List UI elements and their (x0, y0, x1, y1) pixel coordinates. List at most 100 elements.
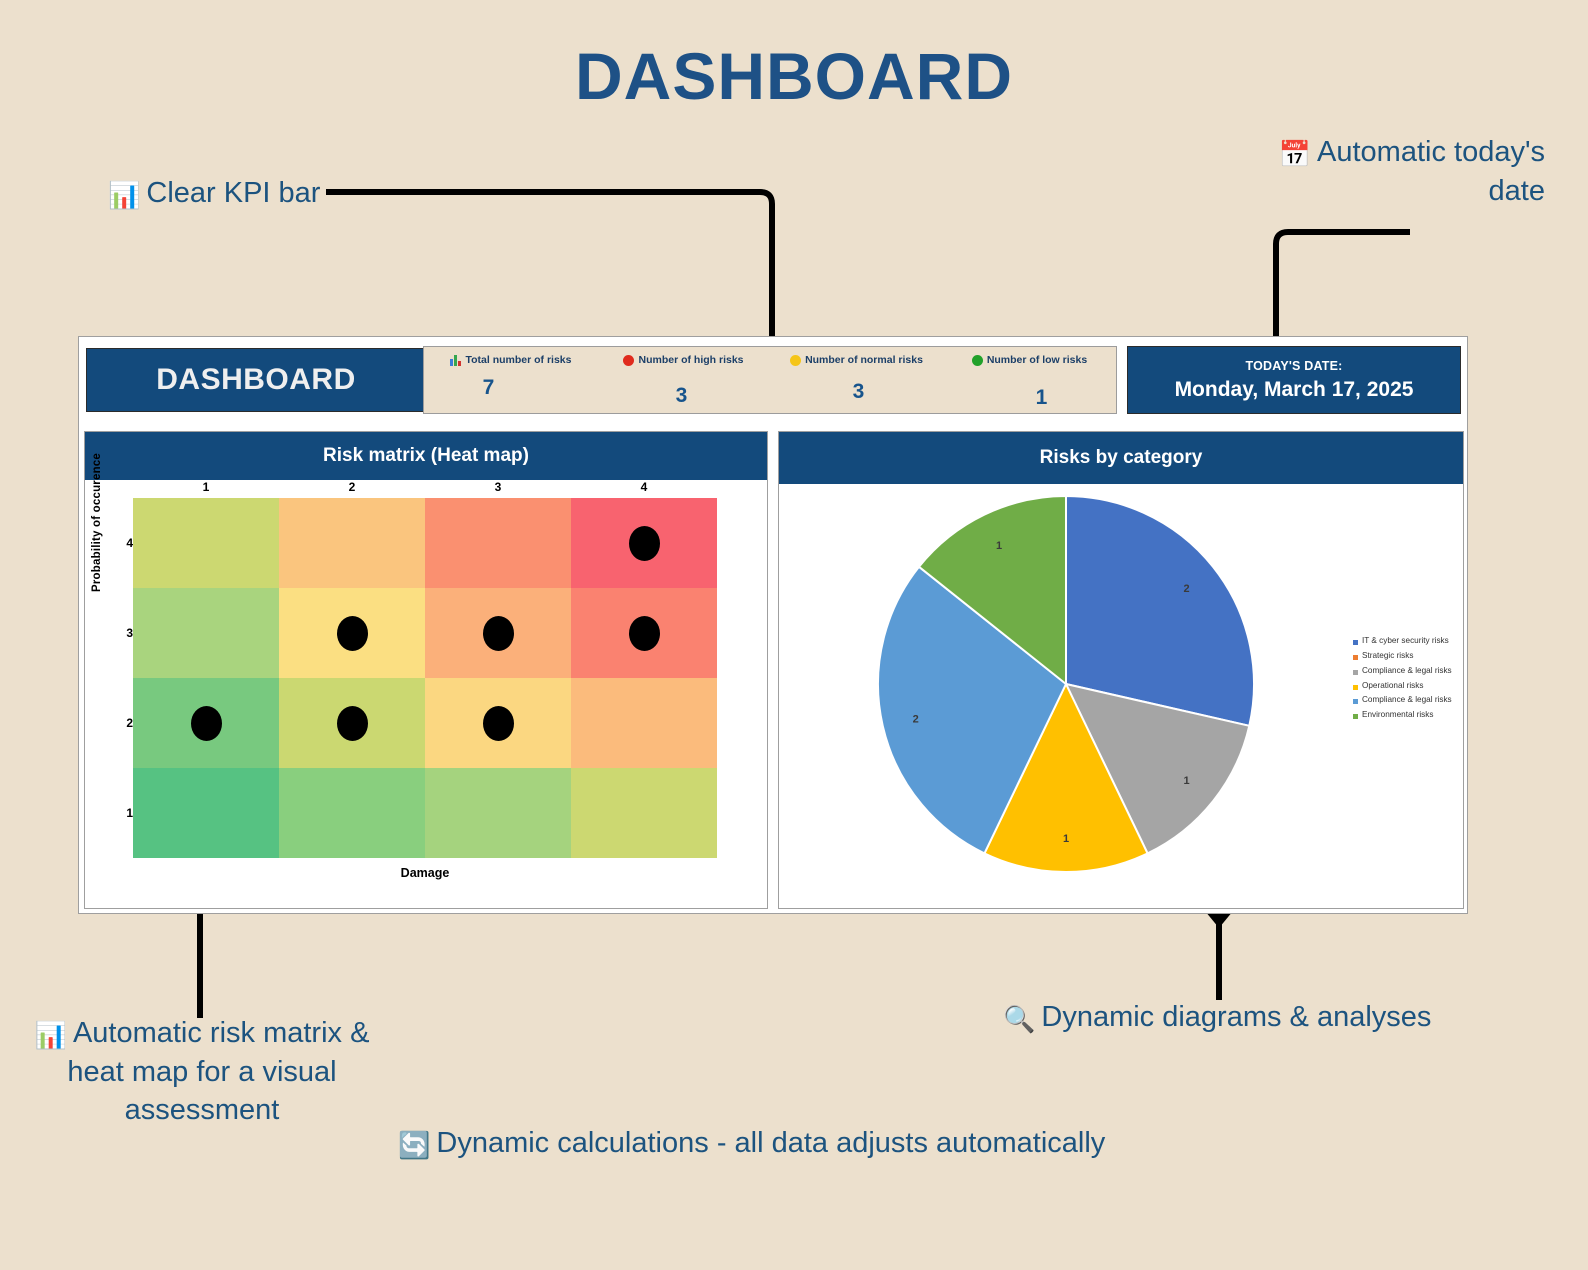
bar-chart-icon: 📊 (108, 180, 141, 210)
legend-item: Environmental risks (1353, 710, 1463, 720)
matrix-y-tick: 2 (126, 716, 133, 730)
todays-date-value: Monday, March 17, 2025 (1174, 377, 1414, 401)
matrix-cell (425, 768, 571, 858)
kpi-value: 7 (482, 376, 495, 399)
matrix-x-tick: 4 (640, 480, 648, 494)
matrix-cell (279, 768, 425, 858)
risks-by-category-title: Risks by category (1039, 447, 1203, 468)
legend-label: Compliance & legal risks (1362, 695, 1452, 705)
red-circle-icon (623, 354, 635, 366)
kpi-item: Number of high risks 3 (597, 347, 770, 413)
matrix-x-tick: 3 (494, 480, 502, 494)
legend-label: IT & cyber security risks (1362, 636, 1449, 645)
pie-slice-label: 2 (913, 713, 919, 725)
matrix-cell (571, 498, 717, 588)
matrix-cell (571, 768, 717, 858)
matrix-grid (133, 498, 717, 858)
matrix-cell (425, 678, 571, 768)
pie-slice (1064, 682, 1251, 855)
matrix-cell (133, 678, 279, 768)
matrix-cell (279, 588, 425, 678)
risk-marker-dot (336, 705, 368, 741)
legend-swatch (1353, 669, 1358, 675)
dashboard-top-row: DASHBOARD Total number of risks 7 Number o… (79, 337, 1469, 425)
risk-marker-dot (190, 705, 222, 741)
kpi-label: Number of normal risks (805, 354, 923, 366)
matrix-cell (425, 498, 571, 588)
todays-date-card: TODAY'S DATE: Monday, March 17, 2025 (1127, 346, 1461, 414)
risk-matrix-title: Risk matrix (Heat map) (323, 445, 529, 466)
pie-slice (983, 681, 1149, 873)
kpi-value: 1 (1035, 386, 1048, 409)
pie-slice-label: 1 (1063, 833, 1069, 845)
dashboard-title-label: DASHBOARD (156, 363, 356, 396)
matrix-y-tick: 1 (126, 806, 133, 820)
risk-marker-dot (482, 705, 514, 741)
matrix-cell (133, 588, 279, 678)
kpi-head: Number of high risks (623, 354, 744, 366)
annotation-kpi-bar: 📊Clear KPI bar (108, 174, 320, 213)
refresh-icon: 🔄 (398, 1130, 431, 1160)
pie-slice (877, 565, 1068, 855)
annotation-todays-date: 📅Automatic today's date (1245, 133, 1545, 210)
green-circle-icon (971, 354, 983, 366)
legend-item: Compliance & legal risks (1353, 666, 1463, 676)
bar-chart-icon (449, 354, 462, 366)
matrix-x-axis-label: Damage (400, 866, 450, 880)
pie-slice-label: 1 (1183, 775, 1189, 787)
kpi-item: Total number of risks 7 (424, 347, 597, 413)
kpi-label: Total number of risks (465, 354, 572, 366)
legend-swatch (1353, 684, 1358, 690)
kpi-label: Number of high risks (638, 354, 744, 366)
risk-marker-dot (482, 615, 514, 651)
kpi-head: Number of normal risks (790, 354, 923, 366)
page-title: DASHBOARD (575, 39, 1013, 113)
matrix-x-tick: 2 (348, 480, 356, 494)
legend-label: Operational risks (1362, 680, 1424, 690)
legend-swatch (1353, 699, 1358, 705)
matrix-cell (425, 588, 571, 678)
legend-item: Strategic risks (1353, 651, 1463, 661)
legend-label: Compliance & legal risks (1362, 665, 1452, 675)
kpi-value: 3 (675, 384, 688, 407)
legend-swatch (1353, 654, 1358, 660)
matrix-cell (571, 678, 717, 768)
matrix-cell (279, 678, 425, 768)
pie-slice-label: 1 (996, 540, 1002, 552)
risk-matrix-header: Risk matrix (Heat map) (85, 432, 767, 480)
risk-matrix-panel: Risk matrix (Heat map) Probability of oc… (84, 431, 768, 909)
bar-chart-icon: 📊 (34, 1020, 67, 1050)
kpi-head: Total number of risks (449, 354, 572, 366)
matrix-x-tick: 1 (202, 480, 210, 494)
matrix-cell (133, 498, 279, 588)
risk-marker-dot (628, 525, 660, 561)
kpi-bar: Total number of risks 7 Number of high ris… (423, 346, 1117, 414)
annotation-risk-matrix: 📊Automatic risk matrix & heat map for a … (22, 1014, 382, 1130)
todays-date-label: TODAY'S DATE: (1245, 358, 1343, 373)
legend-label: Environmental risks (1362, 710, 1434, 720)
annotation-kpi-bar-label: Clear KPI bar (146, 177, 321, 209)
kpi-label: Number of low risks (986, 354, 1088, 366)
matrix-cell (279, 498, 425, 588)
annotation-dynamic-calculations: 🔄Dynamic calculations - all data adjusts… (398, 1124, 1105, 1163)
legend-swatch (1353, 640, 1358, 645)
legend-label: Strategic risks (1362, 650, 1414, 660)
annotation-dynamic-diagrams: 🔍Dynamic diagrams & analyses (1003, 998, 1431, 1037)
risks-by-category-header: Risks by category (779, 432, 1463, 484)
matrix-cell (133, 768, 279, 858)
dashboard-frame: DASHBOARD Total number of risks 7 Number o… (78, 336, 1468, 914)
kpi-head: Number of low risks (971, 354, 1088, 366)
risk-marker-dot (628, 615, 660, 651)
magnifier-icon: 🔍 (1003, 1004, 1036, 1034)
pie-slice (1065, 494, 1255, 728)
kpi-item: Number of low risks 1 (943, 347, 1116, 413)
matrix-y-tick: 3 (126, 626, 133, 640)
legend-item: Compliance & legal risks (1353, 695, 1463, 705)
